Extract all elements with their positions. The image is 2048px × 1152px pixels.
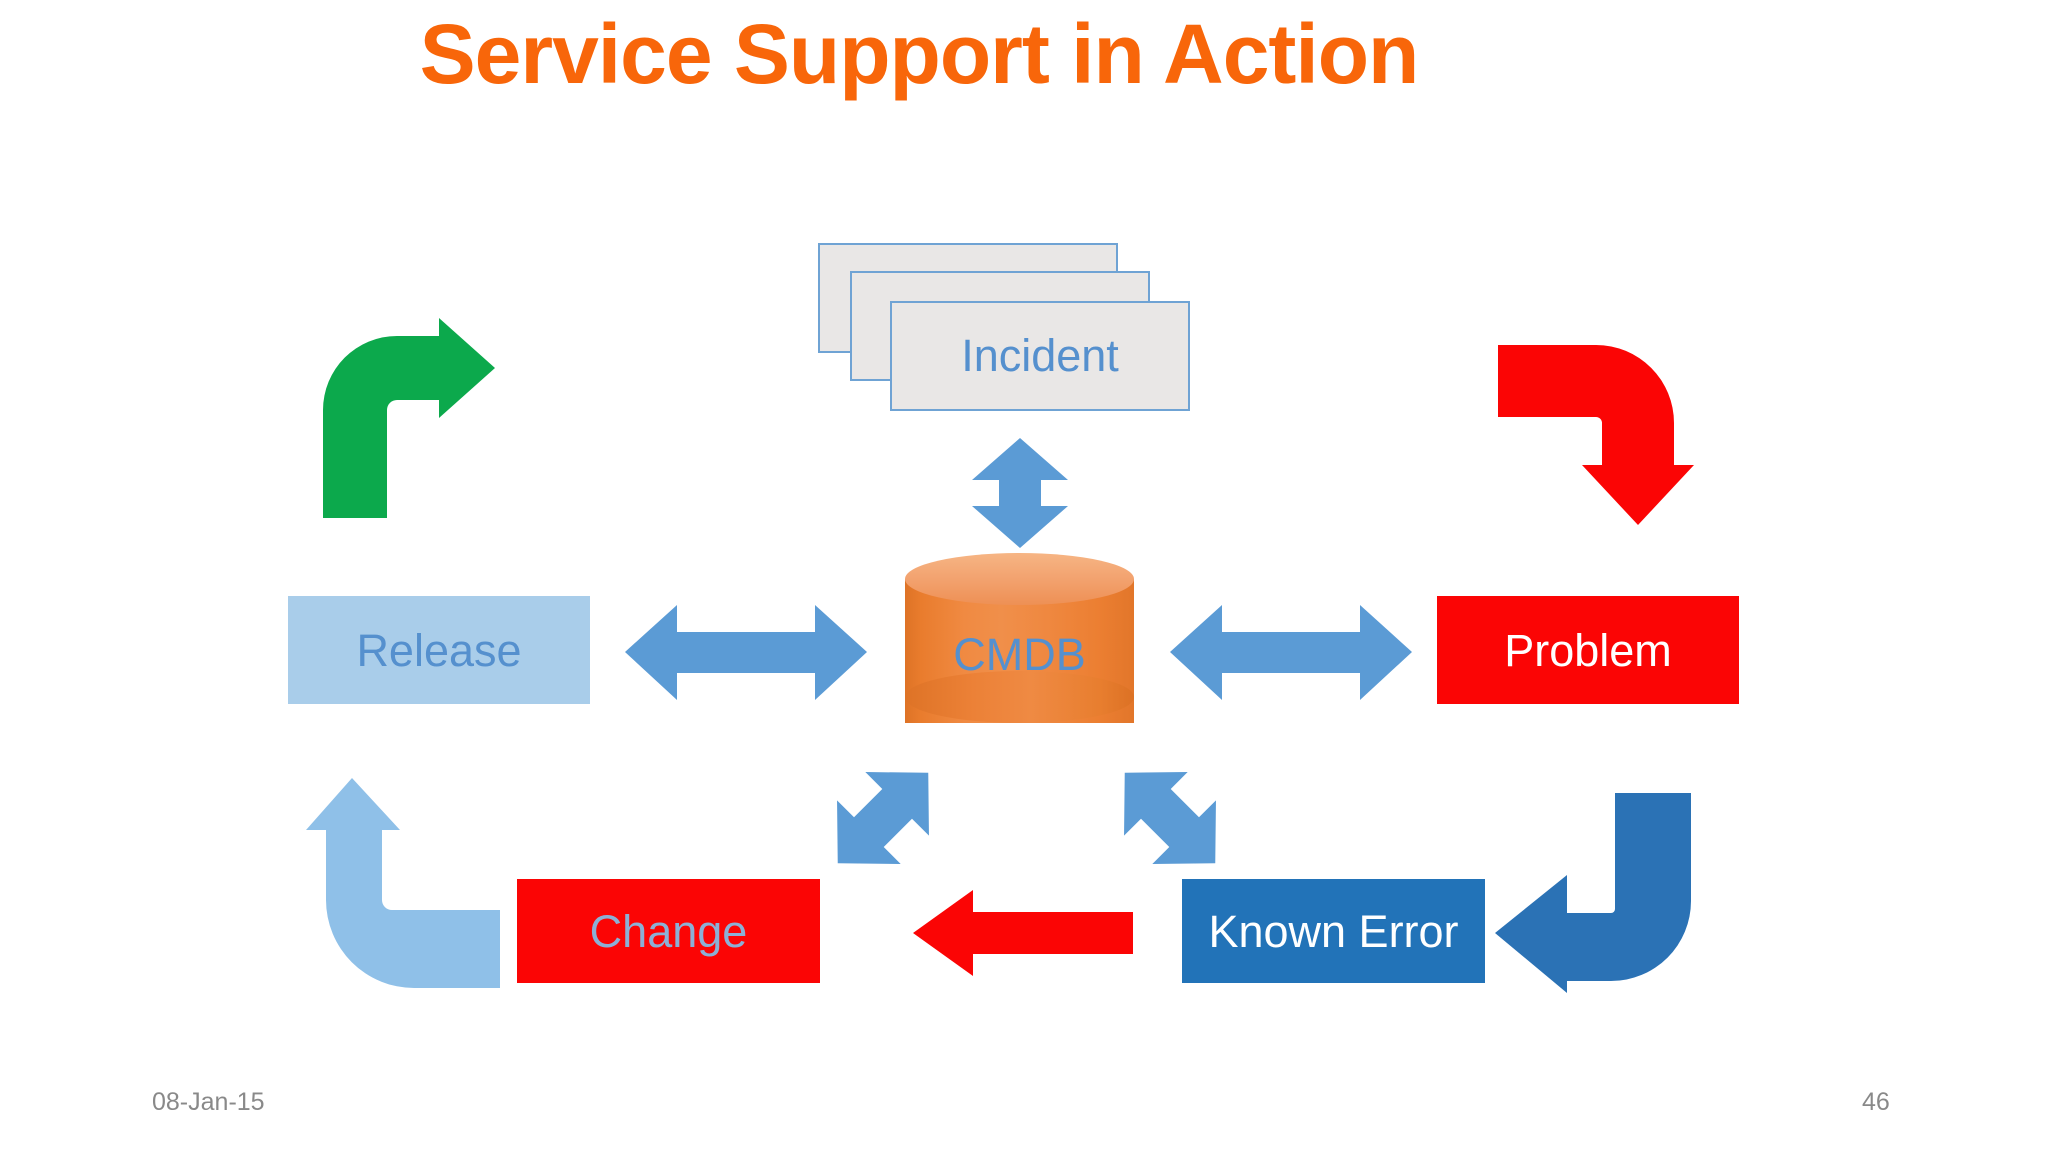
incident-cmdb-double-arrow xyxy=(972,438,1068,548)
known-error-label: Known Error xyxy=(1208,905,1459,957)
cmdb-cylinder-top xyxy=(905,553,1134,605)
incident-card-front[interactable]: Incident xyxy=(890,301,1190,411)
known-error-cmdb-double-arrow xyxy=(1124,772,1216,864)
incident-label: Incident xyxy=(961,330,1119,381)
footer-date: 08-Jan-15 xyxy=(152,1088,265,1116)
cmdb-cylinder-bottom xyxy=(905,671,1134,723)
problem-node[interactable]: Problem xyxy=(1437,596,1739,704)
release-label: Release xyxy=(356,624,522,676)
incident-node[interactable]: Incident xyxy=(818,243,1190,428)
known-error-node[interactable]: Known Error xyxy=(1182,879,1485,983)
release-cmdb-double-arrow xyxy=(625,605,867,700)
cmdb-label: CMDB xyxy=(953,629,1086,680)
known-error-to-change-arrow xyxy=(913,890,1133,976)
change-label: Change xyxy=(589,905,748,957)
cmdb-node[interactable]: CMDB xyxy=(905,553,1134,749)
problem-cmdb-double-arrow xyxy=(1170,605,1412,700)
change-cmdb-double-arrow xyxy=(837,772,929,864)
incident-to-problem-curved-arrow xyxy=(1498,345,1694,525)
problem-to-known-error-curved-arrow xyxy=(1495,793,1691,993)
release-node[interactable]: Release xyxy=(288,596,590,704)
release-to-incident-curved-arrow xyxy=(323,318,495,518)
change-to-release-curved-arrow xyxy=(306,778,500,988)
change-node[interactable]: Change xyxy=(517,879,820,983)
page-title: Service Support in Action xyxy=(419,7,1420,101)
problem-label: Problem xyxy=(1504,624,1672,676)
footer-page-number: 46 xyxy=(1862,1088,1890,1116)
